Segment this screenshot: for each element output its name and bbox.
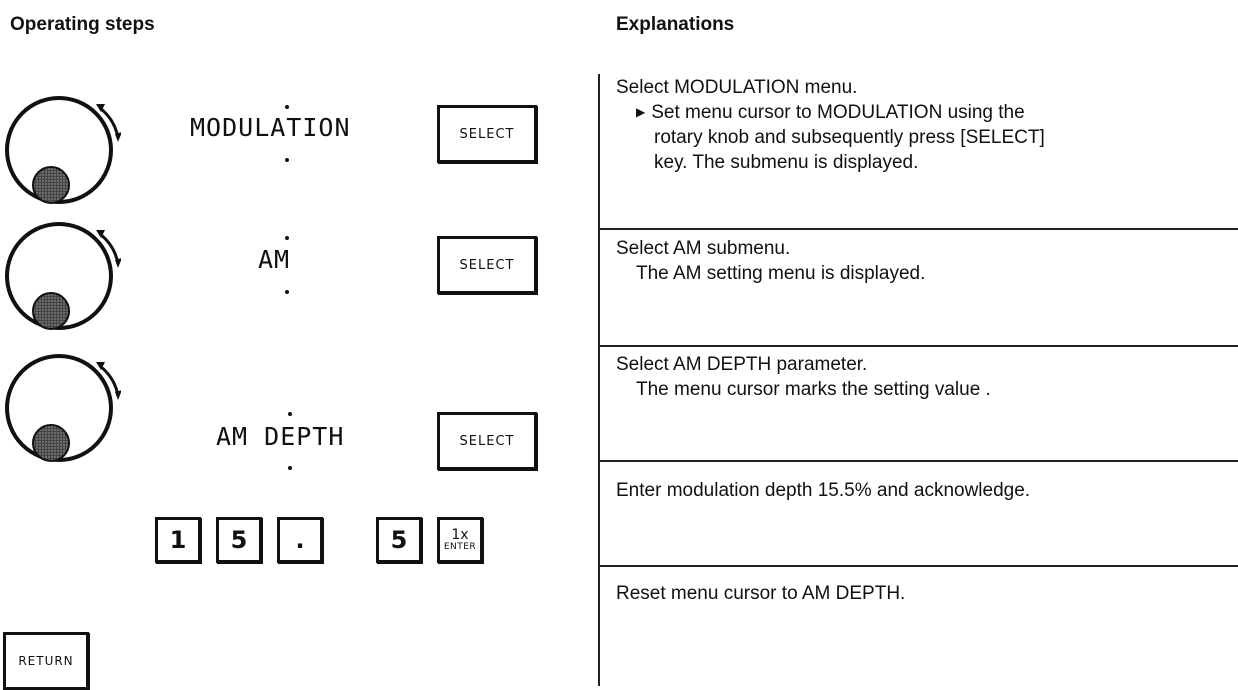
step-2-detail: The AM setting menu is displayed. (636, 263, 926, 284)
select-key[interactable]: SELECT (437, 412, 537, 470)
cursor-dot-top (288, 412, 292, 416)
rotary-knob-icon[interactable] (3, 216, 121, 334)
step-2-title: Select AM submenu. (616, 238, 791, 259)
right-triangle-bullet-icon: ▶ (636, 105, 646, 119)
step-1-title: Select MODULATION menu. (616, 77, 858, 98)
digit-1-key[interactable]: 1 (155, 517, 201, 563)
step-3-detail: The menu cursor marks the setting value … (636, 379, 991, 400)
digit-5-key[interactable]: 5 (376, 517, 422, 563)
step-2-explanation: Select AM submenu. The AM setting menu i… (616, 236, 925, 286)
step-1-explanation: Select MODULATION menu. ▶ Set menu cursor… (616, 75, 1045, 175)
cursor-dot-top (285, 236, 289, 240)
step-5-explanation: Reset menu cursor to AM DEPTH. (616, 581, 905, 606)
select-key[interactable]: SELECT (437, 105, 537, 163)
rotary-knob-icon[interactable] (3, 348, 121, 466)
return-key[interactable]: RETURN (3, 632, 89, 690)
enter-key[interactable]: 1x ENTER (437, 517, 483, 563)
cursor-dot-bottom (285, 158, 289, 162)
step-4-explanation: Enter modulation depth 15.5% and acknowl… (616, 478, 1030, 503)
step-1-detail-2: rotary knob and subsequently press [SELE… (654, 127, 1045, 148)
row-divider-2 (600, 345, 1238, 347)
operating-steps-heading: Operating steps (10, 14, 155, 35)
row-divider-4 (600, 565, 1238, 567)
step-1-detail-3: key. The submenu is displayed. (654, 152, 919, 173)
digit-5-key[interactable]: 5 (216, 517, 262, 563)
cursor-dot-bottom (288, 466, 292, 470)
step-4-title: Enter modulation depth 15.5% and acknowl… (616, 480, 1031, 501)
row-divider-1 (600, 228, 1238, 230)
select-key[interactable]: SELECT (437, 236, 537, 294)
enter-key-unit-label: 1x (451, 526, 469, 543)
decimal-point-key[interactable]: . (277, 517, 323, 563)
menu-text-am: AM (258, 245, 291, 274)
enter-key-label: ENTER (443, 541, 477, 552)
rotary-knob-icon[interactable] (3, 90, 121, 208)
step-5-title: Reset menu cursor to AM DEPTH. (616, 583, 906, 604)
cursor-dot-top (285, 105, 289, 109)
menu-text-modulation: MODULATION (190, 113, 351, 142)
row-divider-3 (600, 460, 1238, 462)
step-3-explanation: Select AM DEPTH parameter. The menu curs… (616, 352, 991, 402)
menu-text-am-depth: AM DEPTH (216, 422, 345, 451)
cursor-dot-bottom (285, 290, 289, 294)
explanations-heading: Explanations (616, 14, 735, 35)
step-3-title: Select AM DEPTH parameter. (616, 354, 868, 375)
column-divider (598, 74, 600, 686)
step-1-detail: Set menu cursor to MODULATION using the (651, 102, 1025, 123)
